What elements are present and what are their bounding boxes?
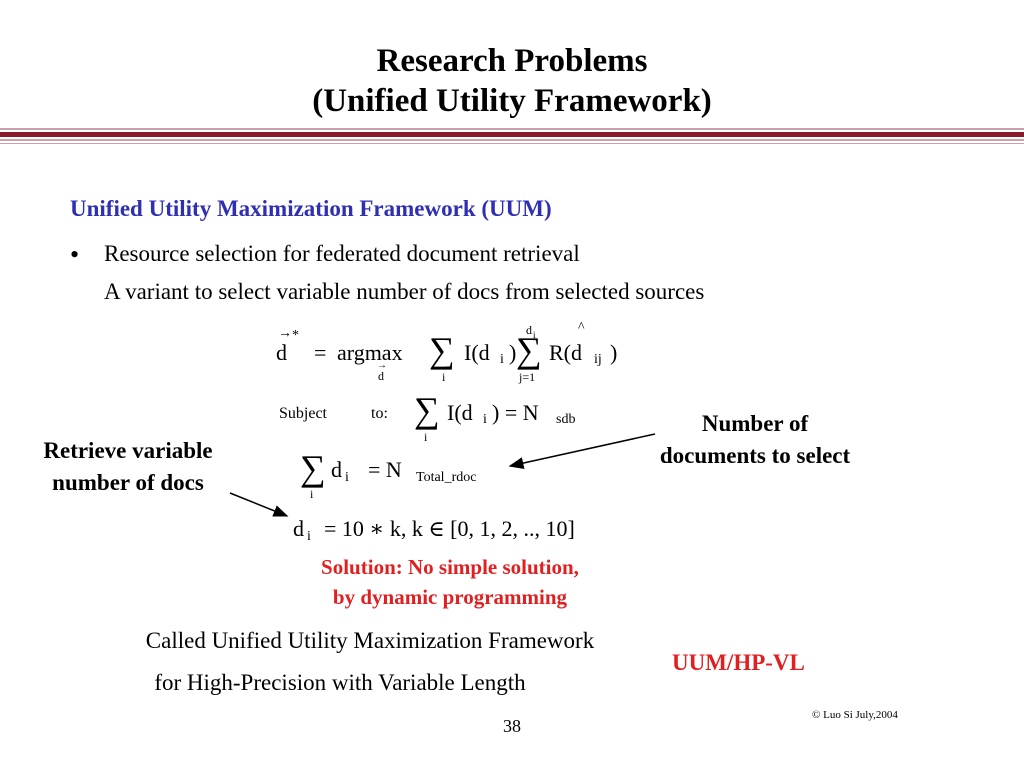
callout-retrieve-variable: Retrieve variable number of docs <box>8 435 248 499</box>
section-heading: Unified Utility Maximization Framework (… <box>70 196 552 221</box>
eq1-argmax-sub: d <box>378 369 384 383</box>
callout-number-documents: Number of documents to select <box>618 408 892 472</box>
eq2-rest: ) = N <box>492 400 539 425</box>
callout-right-line2: documents to select <box>659 443 851 468</box>
eq1-star: * <box>292 328 299 343</box>
eq1-sum-sub: i <box>442 370 446 384</box>
solution-line2: by dynamic programming <box>332 585 568 609</box>
eq3-rest: = N <box>368 457 402 482</box>
eq2-sum-sub: i <box>424 430 428 444</box>
eq2-I-open: I(d <box>447 400 473 425</box>
eq1-R-open: R(d <box>549 340 582 365</box>
eq3-d-sub: i <box>345 470 349 485</box>
title-rule-thick <box>0 132 1024 137</box>
eq2-sum-icon: ∑ <box>414 390 440 430</box>
eq1-argmax: argmax <box>337 340 403 365</box>
called-line2: for High-Precision with Variable Length <box>154 670 526 695</box>
called-line1: Called Unified Utility Maximization Fram… <box>145 628 595 653</box>
solution-note: Solution: No simple solution, by dynamic… <box>250 552 650 612</box>
eq4-d: d <box>293 516 304 541</box>
eq1-sum2-icon: ∑ <box>516 330 542 370</box>
eq1-equals: = <box>314 340 327 365</box>
page-number: 38 <box>503 716 521 736</box>
callout-left-line1: Retrieve variable <box>43 438 213 463</box>
title-rule-thin-bottom <box>0 143 1024 144</box>
eq1-sum2-sub: j=1 <box>519 370 536 384</box>
eq1-R-close: ) <box>610 340 618 365</box>
title-rule-thin-mid <box>0 139 1024 141</box>
slide-title-line1: Research Problems <box>376 43 648 79</box>
callout-right-line1: Number of <box>701 411 809 436</box>
eq3-d: d <box>331 457 342 482</box>
eq3-sum-sub: i <box>310 487 314 501</box>
title-rule-thin-top <box>0 128 1024 130</box>
eq4-d-sub: i <box>307 529 311 544</box>
callout-left-line2: number of docs <box>52 470 204 495</box>
eq1-arrow: → <box>278 326 292 341</box>
bullet-text-line1: Resource selection for federated documen… <box>104 241 580 266</box>
eq1-argmax-sub-arrow: → <box>377 360 387 371</box>
slide-title-line2: (Unified Utility Framework) <box>312 83 712 119</box>
eq1-sum2-sup: d <box>526 323 532 337</box>
eq2-I-sub: i <box>483 412 487 427</box>
eq4-rest: = 10 ∗ k, k ∈ [0, 1, 2, .., 10] <box>324 516 575 541</box>
eq2-to: to: <box>371 405 388 422</box>
arrow-to-n-total <box>508 433 656 469</box>
solution-line1: Solution: No simple solution, <box>321 555 579 579</box>
copyright-text: © Luo Si July,2004 <box>812 709 898 721</box>
eq2-subject: Subject <box>279 405 327 422</box>
eq1-sum2-sup-sub: i <box>533 330 536 340</box>
eq1-d: d <box>276 340 287 365</box>
arrow-to-di <box>229 492 289 517</box>
eq1-hat: ^ <box>578 320 585 335</box>
bullet-text-line2: A variant to select variable number of d… <box>104 279 705 304</box>
bullet-marker: • <box>70 240 80 269</box>
eq3-N-sub: Total_rdoc <box>416 470 477 485</box>
eq1-R-sub: ij <box>594 352 602 367</box>
eq3-sum-icon: ∑ <box>300 448 326 488</box>
eq2-N-sub: sdb <box>556 412 576 427</box>
eq1-I-open: I(d <box>464 340 490 365</box>
eq1-sum-icon: ∑ <box>429 330 455 370</box>
eq1-I-sub: i <box>500 352 504 367</box>
uum-label: UUM/HP-VL <box>672 650 805 675</box>
eq1-I-close: ) <box>509 340 517 365</box>
